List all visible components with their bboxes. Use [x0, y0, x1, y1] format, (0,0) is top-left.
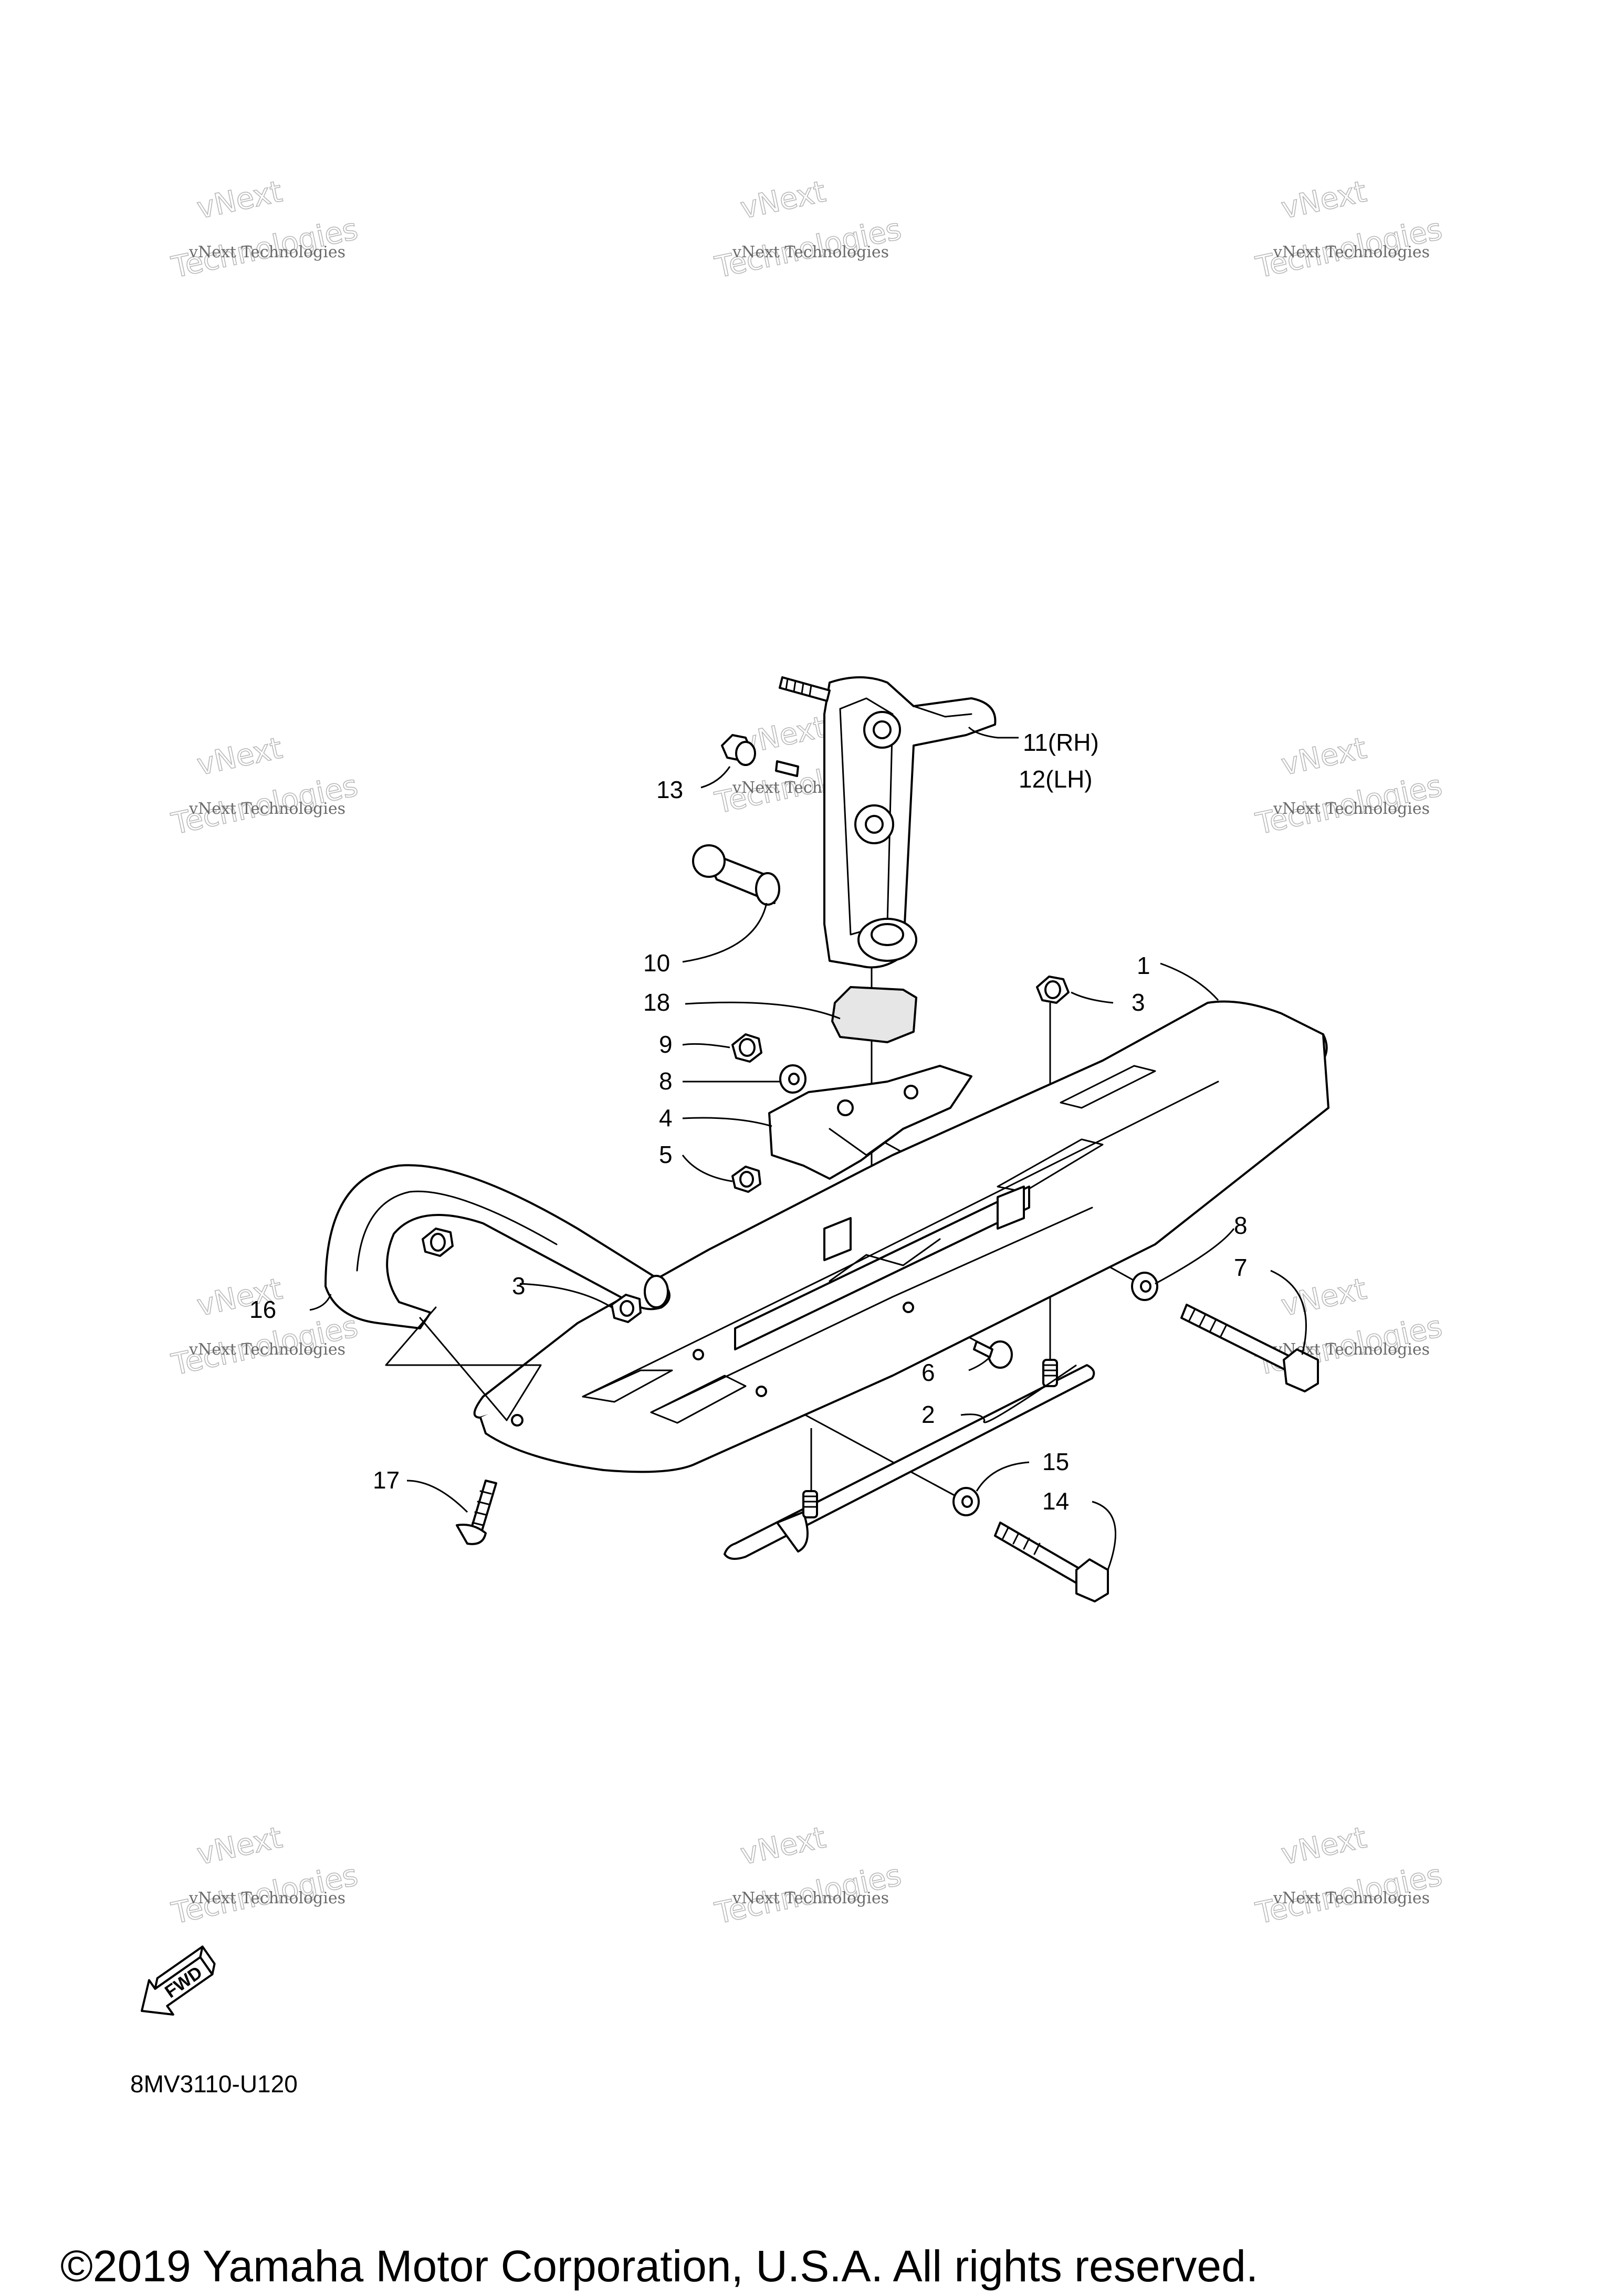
svg-text:vNext: vNext	[194, 1820, 286, 1872]
callout-5: 5	[659, 1141, 673, 1168]
callout-13: 13	[656, 776, 683, 803]
svg-text:vNext Technologies: vNext Technologies	[732, 243, 889, 261]
nut-5	[731, 1166, 761, 1193]
callout-8-lower: 8	[1234, 1212, 1248, 1239]
svg-text:vNext: vNext	[1279, 174, 1370, 226]
leader-lines	[309, 726, 1307, 1570]
ski-1	[473, 1000, 1329, 1473]
callout-6: 6	[921, 1359, 935, 1386]
callout-17: 17	[373, 1466, 400, 1494]
callout-18: 18	[643, 989, 670, 1016]
ski-loop-16	[324, 1164, 671, 1329]
watermark-top-left: vNext Technologies vNext Technologies	[168, 174, 361, 286]
svg-text:vNext Technologies: vNext Technologies	[1273, 800, 1430, 818]
screw-17	[456, 1480, 497, 1545]
watermark-top-right: vNext Technologies vNext Technologies	[1252, 174, 1446, 286]
washer-15	[952, 1487, 980, 1516]
ski-spindle	[779, 676, 997, 969]
diagram-code: 8MV3110-U120	[130, 2070, 298, 2098]
svg-text:vNext: vNext	[1279, 1272, 1370, 1323]
callout-3-upper: 3	[1132, 989, 1145, 1016]
watermark-mid-left: vNext Technologies vNext Technologies	[168, 731, 361, 842]
collar-10	[692, 844, 780, 906]
svg-text:vNext: vNext	[1279, 1820, 1370, 1872]
callout-11: 11(RH)	[1023, 729, 1099, 756]
callout-1: 1	[1137, 952, 1150, 979]
bolt-7	[1180, 1304, 1319, 1392]
nut-3-upper	[1036, 976, 1070, 1004]
svg-text:vNext Technologies: vNext Technologies	[188, 1340, 345, 1359]
callout-9: 9	[659, 1031, 673, 1058]
watermark-mid-right: vNext Technologies vNext Technologies	[1252, 731, 1446, 842]
bolt-14	[994, 1522, 1109, 1602]
callout-8-upper: 8	[659, 1067, 673, 1095]
callout-2: 2	[921, 1401, 935, 1428]
washer-8-upper	[779, 1064, 806, 1094]
callout-15: 15	[1042, 1448, 1069, 1475]
damper-18	[831, 986, 917, 1043]
svg-text:vNext Technologies: vNext Technologies	[732, 1889, 889, 1907]
callout-4: 4	[659, 1104, 673, 1131]
washer-8-lower	[1131, 1272, 1158, 1301]
screw-6	[973, 1340, 1013, 1369]
group-bracket	[385, 1306, 542, 1421]
svg-text:vNext: vNext	[194, 174, 286, 226]
watermark-bottom-right: vNext Technologies vNext Technologies	[1252, 1820, 1446, 1932]
svg-text:vNext Technologies: vNext Technologies	[188, 243, 345, 261]
watermark-bottom-center: vNext Technologies vNext Technologies	[711, 1820, 905, 1932]
nut-13	[721, 734, 799, 777]
svg-text:vNext: vNext	[738, 174, 829, 226]
svg-text:vNext Technologies: vNext Technologies	[1273, 243, 1430, 261]
watermark-low-right: vNext Technologies vNext Technologies	[1252, 1272, 1446, 1383]
watermark-top-center: vNext Technologies vNext Technologies	[711, 174, 905, 286]
svg-text:vNext: vNext	[1279, 731, 1370, 782]
callout-14: 14	[1042, 1487, 1069, 1515]
forward-arrow-icon: FWD	[141, 1945, 216, 2016]
bracket-4	[768, 1065, 972, 1180]
nut-9	[731, 1033, 762, 1063]
callout-3-lower: 3	[512, 1272, 526, 1299]
svg-text:vNext Technologies: vNext Technologies	[1273, 1889, 1430, 1907]
callout-7: 7	[1234, 1254, 1248, 1281]
callout-10: 10	[643, 949, 670, 977]
callouts: 11(RH) 12(LH) 13 10 18 9 8 4 5 1 3 3 16 …	[249, 729, 1248, 1515]
svg-text:vNext Technologies: vNext Technologies	[188, 800, 345, 818]
svg-text:vNext: vNext	[194, 731, 286, 782]
nut-3-lower	[422, 1228, 642, 1323]
callout-12: 12(LH)	[1019, 766, 1093, 793]
watermark-bottom-left: vNext Technologies vNext Technologies	[168, 1820, 361, 1932]
svg-text:vNext: vNext	[738, 1820, 829, 1872]
copyright-notice: ©2019 Yamaha Motor Corporation, U.S.A. A…	[60, 2241, 1258, 2291]
svg-text:vNext Technologies: vNext Technologies	[188, 1889, 345, 1907]
callout-16: 16	[249, 1296, 276, 1323]
